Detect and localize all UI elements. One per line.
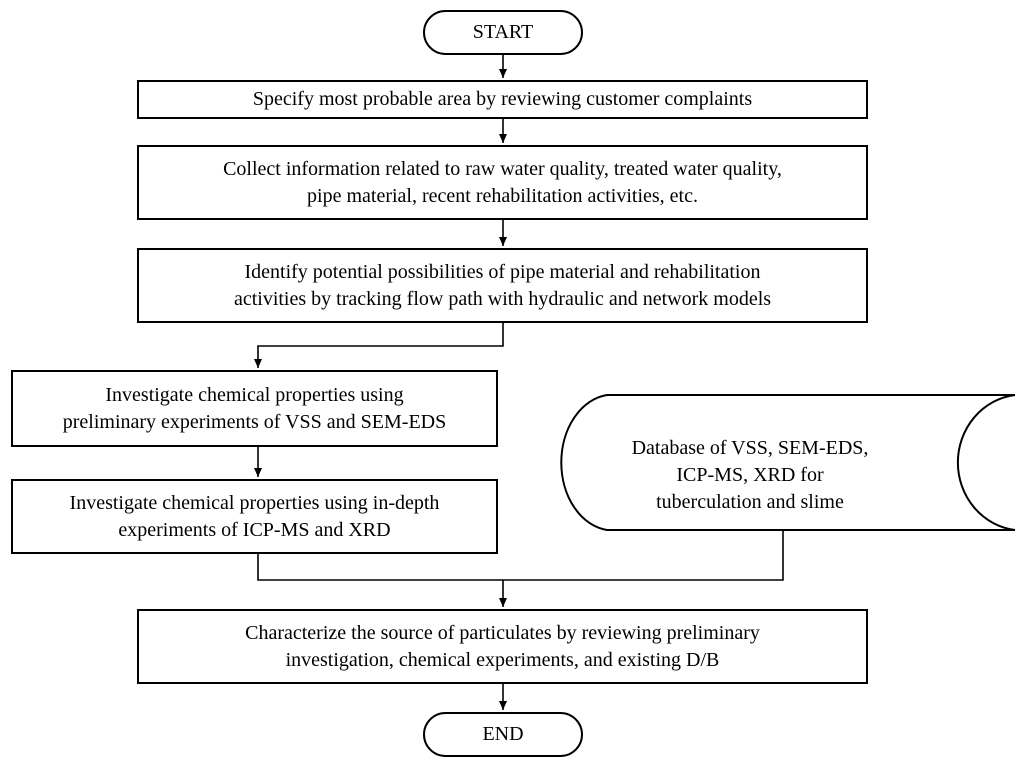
step-collect-information: Collect information related to raw water… bbox=[137, 145, 868, 220]
start-label: START bbox=[472, 21, 534, 43]
connector-step5-merge bbox=[257, 530, 784, 581]
step-identify-possibilities: Identify potential possibilities of pipe… bbox=[137, 248, 868, 323]
database-line: Database of VSS, SEM-EDS, bbox=[631, 436, 869, 459]
start-terminal: START bbox=[423, 10, 583, 55]
end-terminal: END bbox=[423, 712, 583, 757]
step-characterize-source: Characterize the source of particulates … bbox=[137, 609, 868, 684]
step-line: investigation, chemical experiments, and… bbox=[285, 648, 720, 671]
end-label: END bbox=[482, 723, 524, 745]
step-line: Identify potential possibilities of pipe… bbox=[244, 260, 761, 283]
step-line: preliminary experiments of VSS and SEM-E… bbox=[62, 410, 447, 433]
step-line: pipe material, recent rehabilitation act… bbox=[307, 184, 698, 207]
step-preliminary-experiments: Investigate chemical properties using pr… bbox=[11, 370, 498, 447]
database-line: tuberculation and slime bbox=[656, 490, 844, 513]
step-specify-area: Specify most probable area by reviewing … bbox=[137, 80, 868, 119]
step-line: activities by tracking flow path with hy… bbox=[233, 287, 772, 310]
step-line: Investigate chemical properties using bbox=[105, 383, 404, 406]
connector-step3-step4 bbox=[254, 323, 504, 368]
database-label: Database of VSS, SEM-EDS, ICP-MS, XRD fo… bbox=[600, 425, 900, 525]
step-line: Collect information related to raw water… bbox=[223, 157, 782, 180]
step-in-depth-experiments: Investigate chemical properties using in… bbox=[11, 479, 498, 554]
step-line: Characterize the source of particulates … bbox=[245, 621, 760, 644]
step-line: Specify most probable area by reviewing … bbox=[252, 88, 753, 110]
database-line: ICP-MS, XRD for bbox=[676, 463, 824, 486]
step-line: experiments of ICP-MS and XRD bbox=[118, 518, 391, 541]
database-shape bbox=[560, 394, 1016, 531]
step-line: Investigate chemical properties using in… bbox=[69, 491, 440, 514]
